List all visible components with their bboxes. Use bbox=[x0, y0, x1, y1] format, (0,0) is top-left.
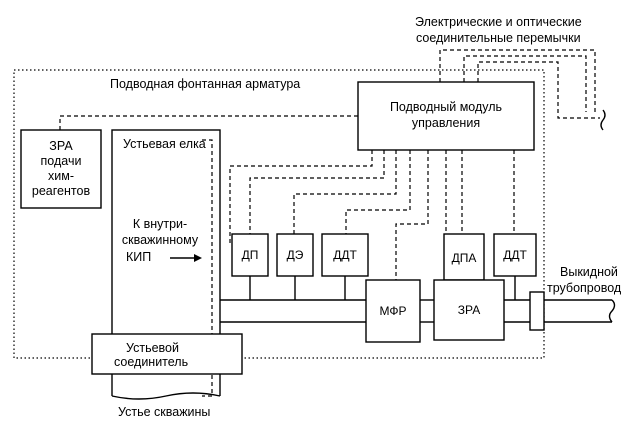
sensor-dp-label: ДП bbox=[242, 248, 259, 262]
sensor-ddt2-label: ДДТ bbox=[503, 248, 527, 262]
downhole-kip-line2: скважинному bbox=[122, 233, 199, 247]
wellhead-connector-line1: Устьевой bbox=[126, 341, 179, 355]
mfr-label: МФР bbox=[380, 304, 407, 318]
tree-title: Подводная фонтанная арматура bbox=[110, 77, 300, 91]
sensor-ddt2-box bbox=[493, 233, 537, 277]
flowline-label-line1: Выкидной bbox=[560, 265, 618, 279]
chem-valve-label-line3: хим- bbox=[48, 169, 74, 183]
flowline-label-line2: трубопровод bbox=[547, 281, 622, 295]
jumper-lines bbox=[439, 49, 606, 131]
main-pipe bbox=[220, 299, 612, 323]
control-module-label-line1: Подводный модуль bbox=[390, 100, 502, 114]
christmas-tree-box bbox=[111, 129, 221, 337]
chem-valve-box bbox=[20, 129, 102, 209]
flowline-break bbox=[608, 299, 616, 323]
control-module-label-line2: управления bbox=[412, 116, 480, 130]
dpa-label: ДПА bbox=[452, 251, 477, 265]
zra-label: ЗРА bbox=[458, 303, 480, 317]
control-lines bbox=[59, 115, 515, 397]
sensor-ddt1-label: ДДТ bbox=[333, 248, 357, 262]
jumpers-label-line1: Электрические и оптические bbox=[415, 15, 582, 29]
downhole-kip-line1: К внутри- bbox=[133, 217, 187, 231]
wellhead-label: Устье скважины bbox=[118, 405, 210, 419]
control-module-box bbox=[357, 81, 535, 151]
wellhead-connector-line2: соединитель bbox=[114, 355, 188, 369]
sensor-de-label: ДЭ bbox=[287, 248, 304, 262]
wellhead-connector-box bbox=[91, 333, 243, 375]
subsea-tree-boundary bbox=[13, 69, 545, 359]
wellhead-pipe bbox=[111, 374, 221, 400]
christmas-tree-label: Устьевая елка bbox=[123, 137, 206, 151]
jumpers-label-line2: соединительные перемычки bbox=[416, 31, 581, 45]
dpa-box bbox=[443, 233, 485, 281]
downhole-kip-line3: КИП bbox=[126, 250, 151, 264]
flowline-flange bbox=[529, 291, 545, 331]
downhole-kip-arrow bbox=[170, 254, 202, 262]
chem-valve-label-line4: реагентов bbox=[32, 184, 91, 198]
chem-valve-label-line2: подачи bbox=[41, 154, 82, 168]
mfr-box bbox=[365, 279, 421, 343]
chem-valve-label-line1: ЗРА bbox=[49, 139, 73, 153]
zra-box bbox=[433, 279, 505, 341]
